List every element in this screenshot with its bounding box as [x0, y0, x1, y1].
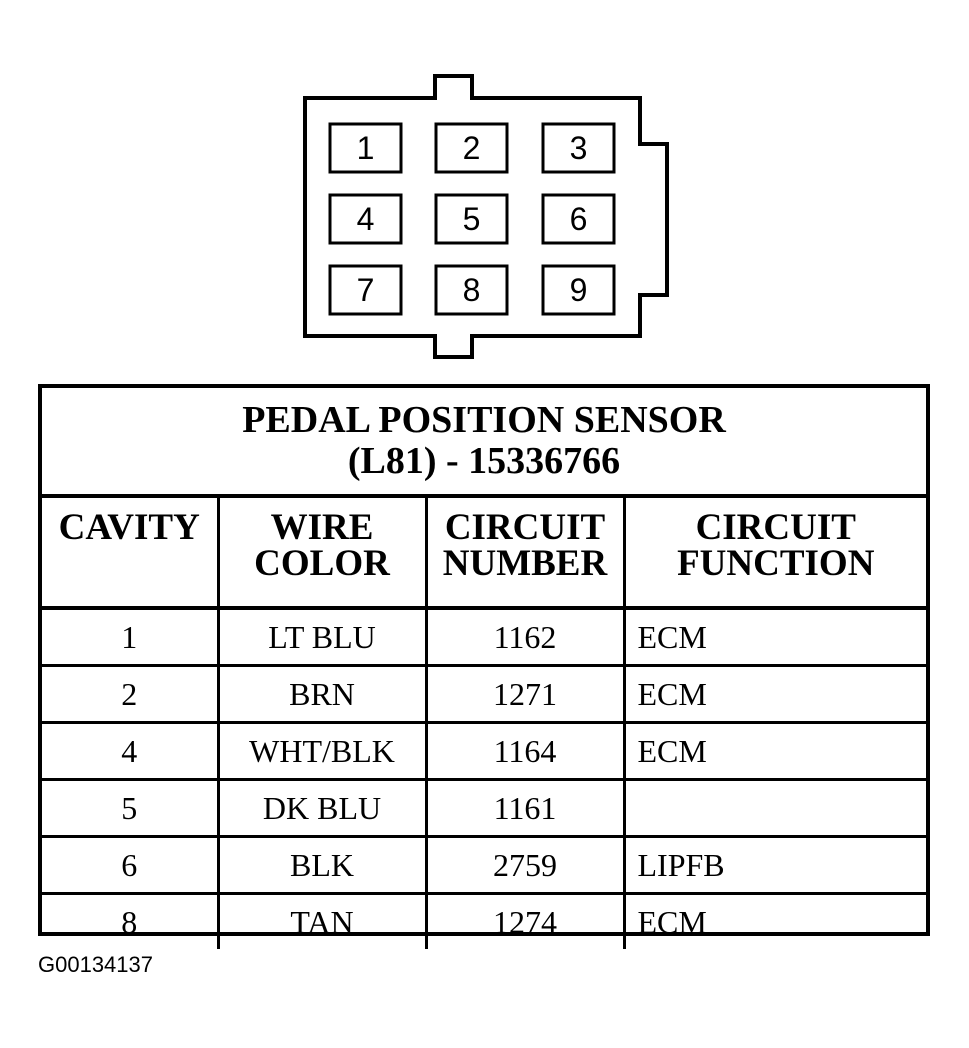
cavity-number: 7	[357, 272, 375, 308]
cavity-cell: 5	[42, 778, 220, 838]
cavity-number: 2	[463, 130, 481, 166]
table-title-line-2: (L81) - 15336766	[347, 440, 621, 482]
cavity-number: 5	[463, 201, 481, 237]
cavity-cell: 2	[42, 664, 220, 724]
circuit-function-cell	[622, 778, 926, 838]
circuit-function-cell: ECM	[622, 721, 926, 781]
cavity-cell: 4	[42, 721, 220, 781]
cavity-2: 2	[434, 122, 509, 174]
cavity-1: 1	[328, 122, 403, 174]
header-wire-color-line: COLOR	[254, 543, 390, 584]
cavity-box	[434, 264, 509, 316]
cavity-4: 4	[328, 193, 403, 245]
wire-color-cell: LT BLU	[216, 606, 428, 667]
figure-id: G00134137	[38, 952, 153, 977]
cavity-cell: 8	[42, 892, 220, 949]
wire-color-cell: TAN	[216, 892, 428, 949]
cavity-box	[541, 264, 616, 316]
cavity-box	[328, 264, 403, 316]
cavity-3: 3	[541, 122, 616, 174]
cavity-box	[434, 122, 509, 174]
cavity-box	[541, 122, 616, 174]
wire-color-cell: BLK	[216, 835, 428, 895]
cavity-5: 5	[434, 193, 509, 245]
cavity-cell: 6	[42, 835, 220, 895]
header-circuit-function-line: FUNCTION	[677, 543, 875, 584]
cavity-7: 7	[328, 264, 403, 316]
cavity-number: 8	[463, 272, 481, 308]
cavity-number: 1	[357, 130, 375, 166]
cavity-number: 4	[357, 201, 375, 237]
wire-color-cell: WHT/BLK	[216, 721, 428, 781]
header-circuit-number-line: NUMBER	[442, 543, 608, 584]
wire-color-cell: DK BLU	[216, 778, 428, 838]
cavity-box	[434, 193, 509, 245]
pinout-table: PEDAL POSITION SENSOR (L81) - 15336766 C…	[38, 384, 930, 949]
cavity-box	[328, 193, 403, 245]
header-cavity: CAVITY	[42, 494, 220, 610]
circuit-number-cell: 1161	[424, 778, 626, 838]
header-cavity-line: CAVITY	[58, 507, 200, 548]
circuit-number-cell: 2759	[424, 835, 626, 895]
cavity-6: 6	[541, 193, 616, 245]
connector-housing	[303, 74, 669, 359]
cavity-8: 8	[434, 264, 509, 316]
table-title: PEDAL POSITION SENSOR (L81) - 15336766	[42, 388, 926, 498]
cavity-number: 6	[570, 201, 588, 237]
header-wire-color-line: WIRE	[270, 507, 374, 548]
circuit-number-cell: 1274	[424, 892, 626, 949]
circuit-number-cell: 1164	[424, 721, 626, 781]
circuit-function-cell: ECM	[622, 892, 926, 949]
cavity-number: 9	[570, 272, 588, 308]
circuit-function-cell: ECM	[622, 606, 926, 667]
cavity-box	[328, 122, 403, 174]
cavity-cell: 1	[42, 606, 220, 667]
header-circuit-function-line: CIRCUIT	[695, 507, 856, 548]
header-circuit-number-line: CIRCUIT	[444, 507, 606, 548]
connector-diagram: 1 2 3 4 5 6 7 8 9	[303, 74, 669, 359]
table-title-line-1: PEDAL POSITION SENSOR	[242, 399, 726, 441]
circuit-number-cell: 1162	[424, 606, 626, 667]
cavity-9: 9	[541, 264, 616, 316]
circuit-function-cell: ECM	[622, 664, 926, 724]
cavity-number: 3	[570, 130, 588, 166]
cavity-box	[541, 193, 616, 245]
wire-color-cell: BRN	[216, 664, 428, 724]
circuit-number-cell: 1271	[424, 664, 626, 724]
circuit-function-cell: LIPFB	[622, 835, 926, 895]
